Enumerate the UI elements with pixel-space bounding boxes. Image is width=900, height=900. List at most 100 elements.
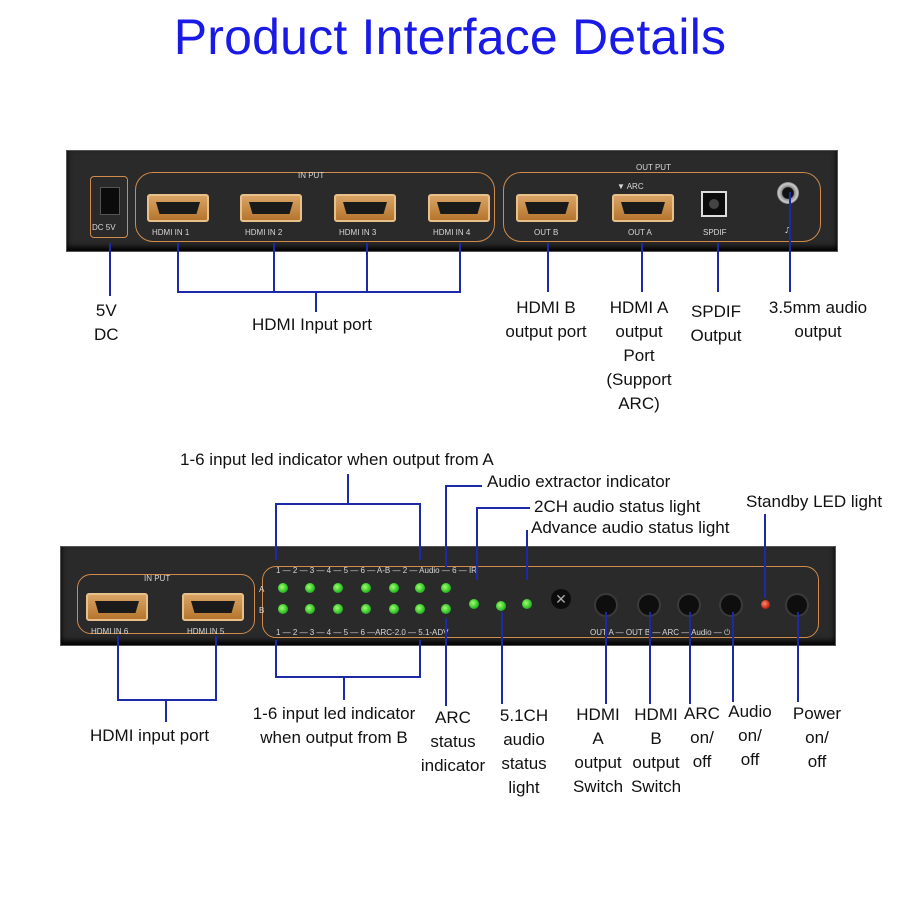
- front-control-group: [262, 566, 819, 638]
- ch51-status-label: 5.1CH audio status light: [492, 704, 556, 800]
- hdmi-b-switch-line3: output: [632, 753, 680, 772]
- hdmi-a-switch-line3: output: [574, 753, 622, 772]
- hdmi-in-6-port: [86, 593, 148, 621]
- hdmi-a-line5: ARC): [618, 394, 660, 413]
- led-a5: [389, 583, 399, 593]
- arc-onoff-line3: off: [692, 752, 712, 771]
- row-a-label: A: [259, 585, 265, 594]
- audio-onoff-line3: off: [740, 750, 760, 769]
- rear-output-group: [503, 172, 821, 242]
- hdmi-b-line1: HDMI B: [516, 298, 576, 317]
- led-a1: [278, 583, 288, 593]
- hdmi-out-b-port: [516, 194, 578, 222]
- rear-input-group: [135, 172, 495, 242]
- hdmi-out-a-port: [612, 194, 674, 222]
- led-2ch: [469, 599, 479, 609]
- arc-line2: status: [430, 732, 476, 751]
- led-b3: [333, 604, 343, 614]
- led-b-line1: 1-6 input led indicator: [252, 704, 416, 723]
- arc-onoff-line1: ARC: [684, 704, 720, 723]
- hdmi-in-3-port: [334, 194, 396, 222]
- hdmi-a-line2: output: [615, 322, 663, 341]
- arc-line1: ARC: [435, 708, 471, 727]
- hdmi-in-4-label: HDMI IN 4: [433, 228, 471, 237]
- hdmi-in-2-label: HDMI IN 2: [245, 228, 283, 237]
- hdmi-b-switch-line1: HDMI: [634, 705, 678, 724]
- power-button[interactable]: [787, 595, 807, 615]
- headphone-icon: ♫: [784, 224, 793, 236]
- led-advance: [522, 599, 532, 609]
- advance-audio-label: Advance audio status light: [531, 518, 730, 537]
- led-b4: [361, 604, 371, 614]
- audio-line1: 3.5mm audio: [768, 298, 868, 317]
- led-b6: [415, 604, 425, 614]
- row-b-label: B: [259, 606, 265, 615]
- hdmi-a-switch-label: HDMI A output Switch: [568, 703, 628, 799]
- spdif-line2: Output: [690, 326, 742, 345]
- hdmi-in-5-label: HDMI IN 5: [187, 627, 225, 636]
- hdmi-b-switch-line2: B: [650, 729, 662, 748]
- front-input-header: IN PUT: [144, 574, 171, 583]
- power-onoff-label: Power on/ off: [787, 702, 847, 774]
- arc-line3: indicator: [420, 756, 486, 775]
- front-hdmi-bracket: [117, 636, 217, 701]
- dc-label: 5V DC: [94, 299, 119, 347]
- hdmi-in-1-label: HDMI IN 1: [152, 228, 190, 237]
- hdmi-a-line1: HDMI A: [609, 298, 669, 317]
- arc-button[interactable]: [679, 595, 699, 615]
- audio-extractor-label: Audio extractor indicator: [487, 472, 671, 491]
- front-bottom-strip: 1 — 2 — 3 — 4 — 5 — 6 —ARC-2.0 — 5.1-ADV: [276, 628, 449, 637]
- hdmi-a-switch-line2: A: [592, 729, 604, 748]
- hdmi-in-5-port: [182, 593, 244, 621]
- led-a-indicator-label: 1-6 input led indicator when output from…: [180, 450, 494, 469]
- power-onoff-line2: on/: [805, 728, 829, 747]
- out-a-button[interactable]: [596, 595, 616, 615]
- hdmi-a-output-label: HDMI A output Port (Support ARC): [597, 296, 681, 416]
- arc-onoff-line2: on/: [690, 728, 714, 747]
- arc-mark: ▼ ARC: [617, 182, 644, 191]
- audio-button[interactable]: [721, 595, 741, 615]
- led-a-bracket: [275, 503, 421, 560]
- front-input-group: [77, 574, 255, 634]
- hdmi-in-1-port: [147, 194, 209, 222]
- hdmi-in-4-port: [428, 194, 490, 222]
- ch51-line4: light: [508, 778, 540, 797]
- led-b-bracket: [275, 640, 421, 678]
- hdmi-a-switch-line1: HDMI: [576, 705, 620, 724]
- arc-indicator-label: ARC status indicator: [414, 706, 492, 778]
- led-audio-extractor: [441, 583, 451, 593]
- dc-jack: DC 5V: [90, 176, 128, 238]
- audio-extractor-callout: [445, 485, 482, 568]
- audio-onoff-line2: on/: [738, 726, 762, 745]
- dc-label-line1: 5V: [95, 301, 117, 320]
- spdif-label: SPDIF: [703, 228, 727, 237]
- front-button-strip: OUT A — OUT B — ARC — Audio — ⏻: [590, 628, 731, 637]
- dc-port-label: DC 5V: [92, 223, 116, 232]
- standby-led-label: Standby LED light: [746, 492, 883, 511]
- ch51-line1: 5.1CH: [499, 706, 549, 725]
- ch2-status-label: 2CH audio status light: [534, 497, 701, 516]
- led-a2: [305, 583, 315, 593]
- led-a6: [415, 583, 425, 593]
- led-a4: [361, 583, 371, 593]
- led-b1: [278, 604, 288, 614]
- led-b2: [305, 604, 315, 614]
- ir-window: ✕: [551, 589, 571, 609]
- led-b5: [389, 604, 399, 614]
- arc-onoff-label: ARC on/ off: [680, 702, 724, 774]
- hdmi-b-output-label: HDMI B output port: [498, 296, 594, 344]
- hdmi-input-bracket: [177, 243, 461, 293]
- hdmi-a-switch-line4: Switch: [572, 777, 624, 796]
- page-title: Product Interface Details: [173, 9, 727, 65]
- audio-onoff-label: Audio on/ off: [724, 700, 776, 772]
- hdmi-b-switch-label: HDMI B output Switch: [626, 703, 686, 799]
- dc-label-line2: DC: [94, 325, 119, 344]
- ch51-line3: status: [501, 754, 547, 773]
- audio-output-label: 3.5mm audio output: [762, 296, 874, 344]
- led-51ch: [496, 601, 506, 611]
- led-b-line2: when output from B: [260, 728, 408, 747]
- out-a-label: OUT A: [628, 228, 652, 237]
- rear-output-header: OUT PUT: [636, 163, 671, 172]
- out-b-button[interactable]: [639, 595, 659, 615]
